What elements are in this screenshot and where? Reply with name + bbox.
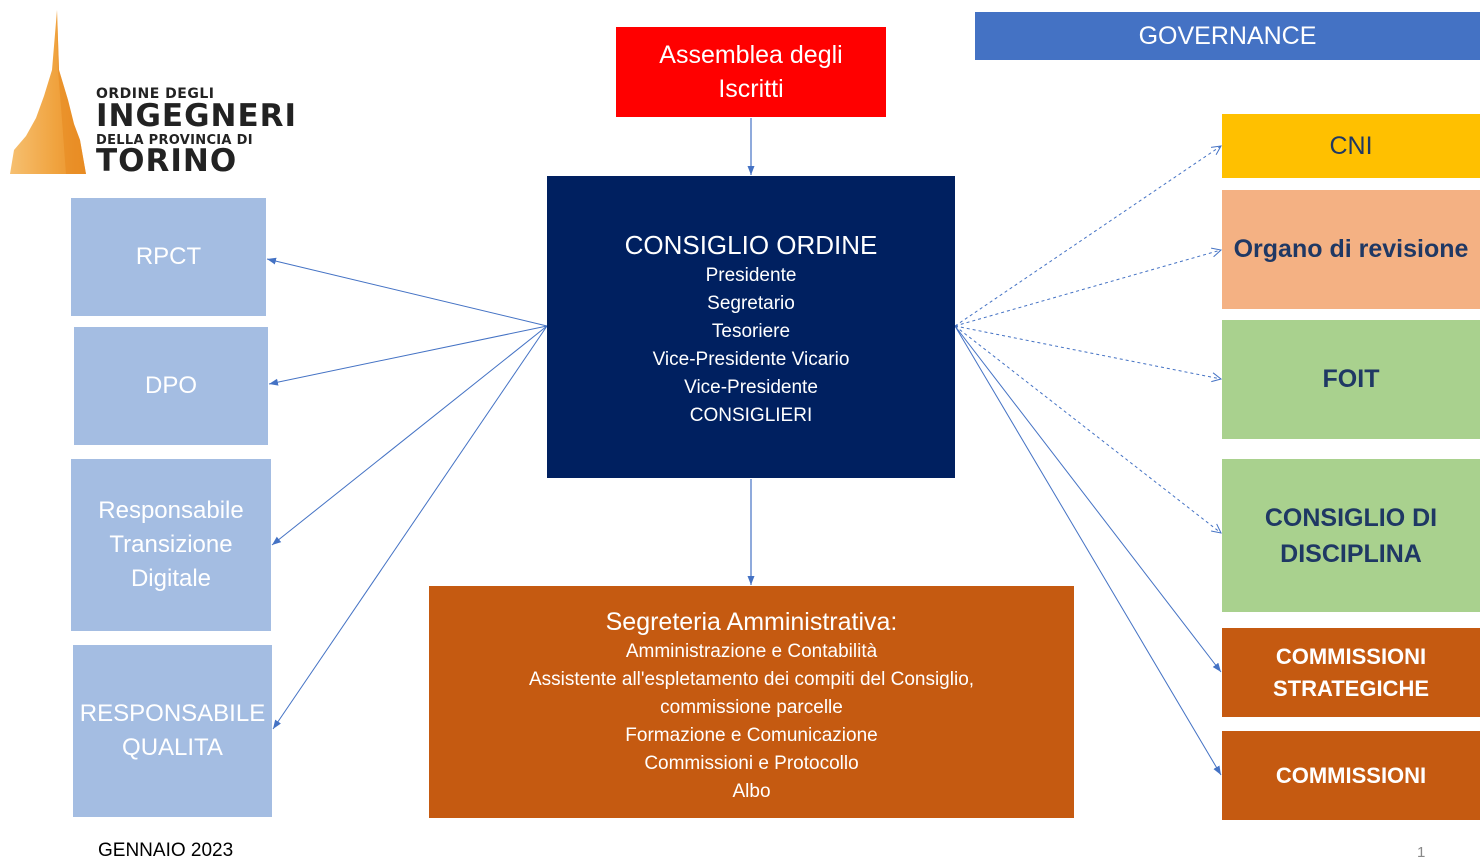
arrow-to-cdd	[954, 325, 1222, 534]
organo-di-revisione-box: Organo di revisione	[1222, 190, 1480, 309]
commissioni-box: COMMISSIONI	[1222, 731, 1480, 820]
rtd-line-1: Responsabile	[98, 497, 244, 524]
ordine-ingegneri-logo: ORDINE DEGLI INGEGNERI DELLA PROVINCIA D…	[0, 0, 345, 185]
commissioni-strategiche-box: COMMISSIONI STRATEGICHE	[1222, 628, 1480, 717]
dpo-label: DPO	[144, 372, 197, 399]
logo-text-provincia: DELLA PROVINCIA DI	[96, 133, 253, 148]
rq-line-1: RESPONSABILE	[79, 700, 266, 727]
consiglio-di-disciplina-box: CONSIGLIO DI DISCIPLINA	[1222, 459, 1480, 612]
arrow-to-commissioni	[954, 325, 1222, 776]
segreteria-line: Formazione e Comunicazione	[625, 725, 878, 746]
consiglio-member: Presidente	[705, 265, 797, 286]
page-number: 1	[1417, 844, 1426, 861]
rq-line-2: QUALITA	[122, 734, 223, 761]
cdd-line-1: CONSIGLIO DI	[1264, 503, 1438, 532]
rtd-line-2: Transizione	[109, 531, 233, 558]
logo-text-ingegneri: INGEGNERI	[96, 98, 298, 134]
assemblea-line-2: Iscritti	[718, 75, 784, 103]
consiglio-ordine-box: CONSIGLIO ORDINE Presidente Segretario T…	[547, 176, 955, 478]
cni-label: CNI	[1329, 131, 1373, 160]
arrow-to-rpct	[266, 257, 548, 327]
consiglio-member: Tesoriere	[711, 321, 791, 342]
dpo-box: DPO	[74, 327, 268, 445]
arrow-to-rtd	[271, 325, 548, 546]
organo-label: Organo di revisione	[1233, 235, 1469, 263]
rpct-box: RPCT	[71, 198, 266, 316]
assemblea-iscritti-box: Assemblea degli Iscritti	[616, 27, 886, 117]
arrow-to-commissioni-strategiche	[954, 325, 1222, 673]
consiglio-member: Vice-Presidente Vicario	[652, 349, 850, 370]
consiglio-member: Segretario	[707, 293, 795, 314]
footer-date: GENNAIO 2023	[98, 840, 234, 861]
responsabile-qualita-box: RESPONSABILE QUALITA	[73, 645, 272, 817]
segreteria-line: Commissioni e Protocollo	[644, 753, 859, 774]
commissioni-label: COMMISSIONI	[1275, 762, 1427, 788]
segreteria-line: Albo	[732, 781, 771, 802]
arrow-to-organo	[954, 247, 1223, 327]
arrow-to-foit	[954, 325, 1223, 383]
arrow-to-rq	[272, 325, 548, 730]
responsabile-transizione-digitale-box: Responsabile Transizione Digitale	[71, 459, 271, 631]
segreteria-line: Assistente all'espletamento dei compiti …	[528, 669, 975, 690]
consiglio-title: CONSIGLIO ORDINE	[624, 230, 878, 260]
cs-line-1: COMMISSIONI	[1275, 643, 1427, 669]
consiglio-member: CONSIGLIERI	[689, 405, 813, 426]
segreteria-line: Amministrazione e Contabilità	[625, 641, 878, 662]
mole-antonelliana-icon	[10, 10, 86, 174]
cni-box: CNI	[1222, 114, 1480, 178]
assemblea-line-1: Assemblea degli	[659, 41, 843, 69]
segreteria-line: commissione parcelle	[660, 697, 843, 718]
rtd-line-3: Digitale	[130, 565, 212, 592]
segreteria-title: Segreteria Amministrativa:	[605, 608, 898, 636]
rpct-label: RPCT	[135, 243, 202, 270]
foit-label: FOIT	[1322, 365, 1380, 393]
foit-box: FOIT	[1222, 320, 1480, 439]
consiglio-member: Vice-Presidente	[684, 377, 818, 398]
arrow-to-cni	[954, 145, 1222, 327]
governance-header: GOVERNANCE	[975, 12, 1480, 60]
logo-text-torino: TORINO	[96, 143, 238, 179]
cs-line-2: STRATEGICHE	[1272, 675, 1430, 701]
cdd-line-2: DISCIPLINA	[1280, 539, 1422, 568]
logo-text-ordine: ORDINE DEGLI	[96, 86, 215, 102]
segreteria-amministrativa-box: Segreteria Amministrativa: Amministrazio…	[429, 586, 1074, 818]
arrow-to-dpo	[268, 325, 548, 386]
